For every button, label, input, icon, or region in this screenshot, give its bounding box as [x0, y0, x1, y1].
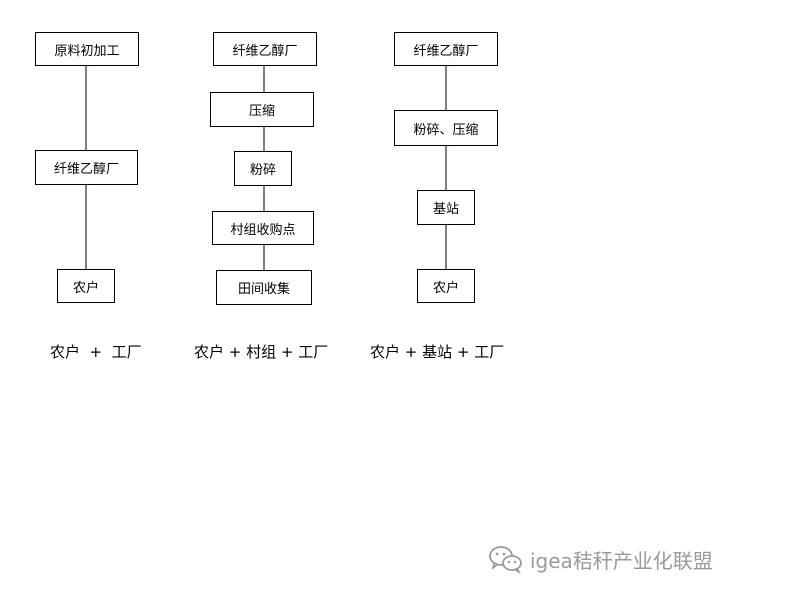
wechat-icon [489, 546, 522, 574]
box-village-collection-point: 村组收购点 [212, 211, 314, 245]
box-crush-compress: 粉碎、压缩 [394, 110, 498, 146]
box-base-station: 基站 [417, 190, 475, 225]
caption-col3: 农户 + 基站 + 工厂 [370, 343, 505, 361]
watermark-text: igea秸秆产业化联盟 [530, 548, 713, 573]
box-ethanol-plant: 纤维乙醇厂 [394, 32, 498, 66]
box-ethanol-plant: 纤维乙醇厂 [35, 150, 138, 185]
watermark: igea秸秆产业化联盟 [488, 544, 713, 574]
box-farmer: 农户 [57, 269, 115, 303]
box-crush: 粉碎 [234, 151, 292, 186]
box-field-collection: 田间收集 [216, 270, 312, 305]
box-raw-processing: 原料初加工 [35, 32, 139, 66]
caption-col1: 农户 + 工厂 [50, 343, 142, 361]
box-ethanol-plant: 纤维乙醇厂 [213, 32, 317, 66]
caption-col2: 农户 + 村组 + 工厂 [194, 343, 329, 361]
box-compress: 压缩 [210, 92, 314, 127]
box-farmer: 农户 [417, 269, 475, 303]
